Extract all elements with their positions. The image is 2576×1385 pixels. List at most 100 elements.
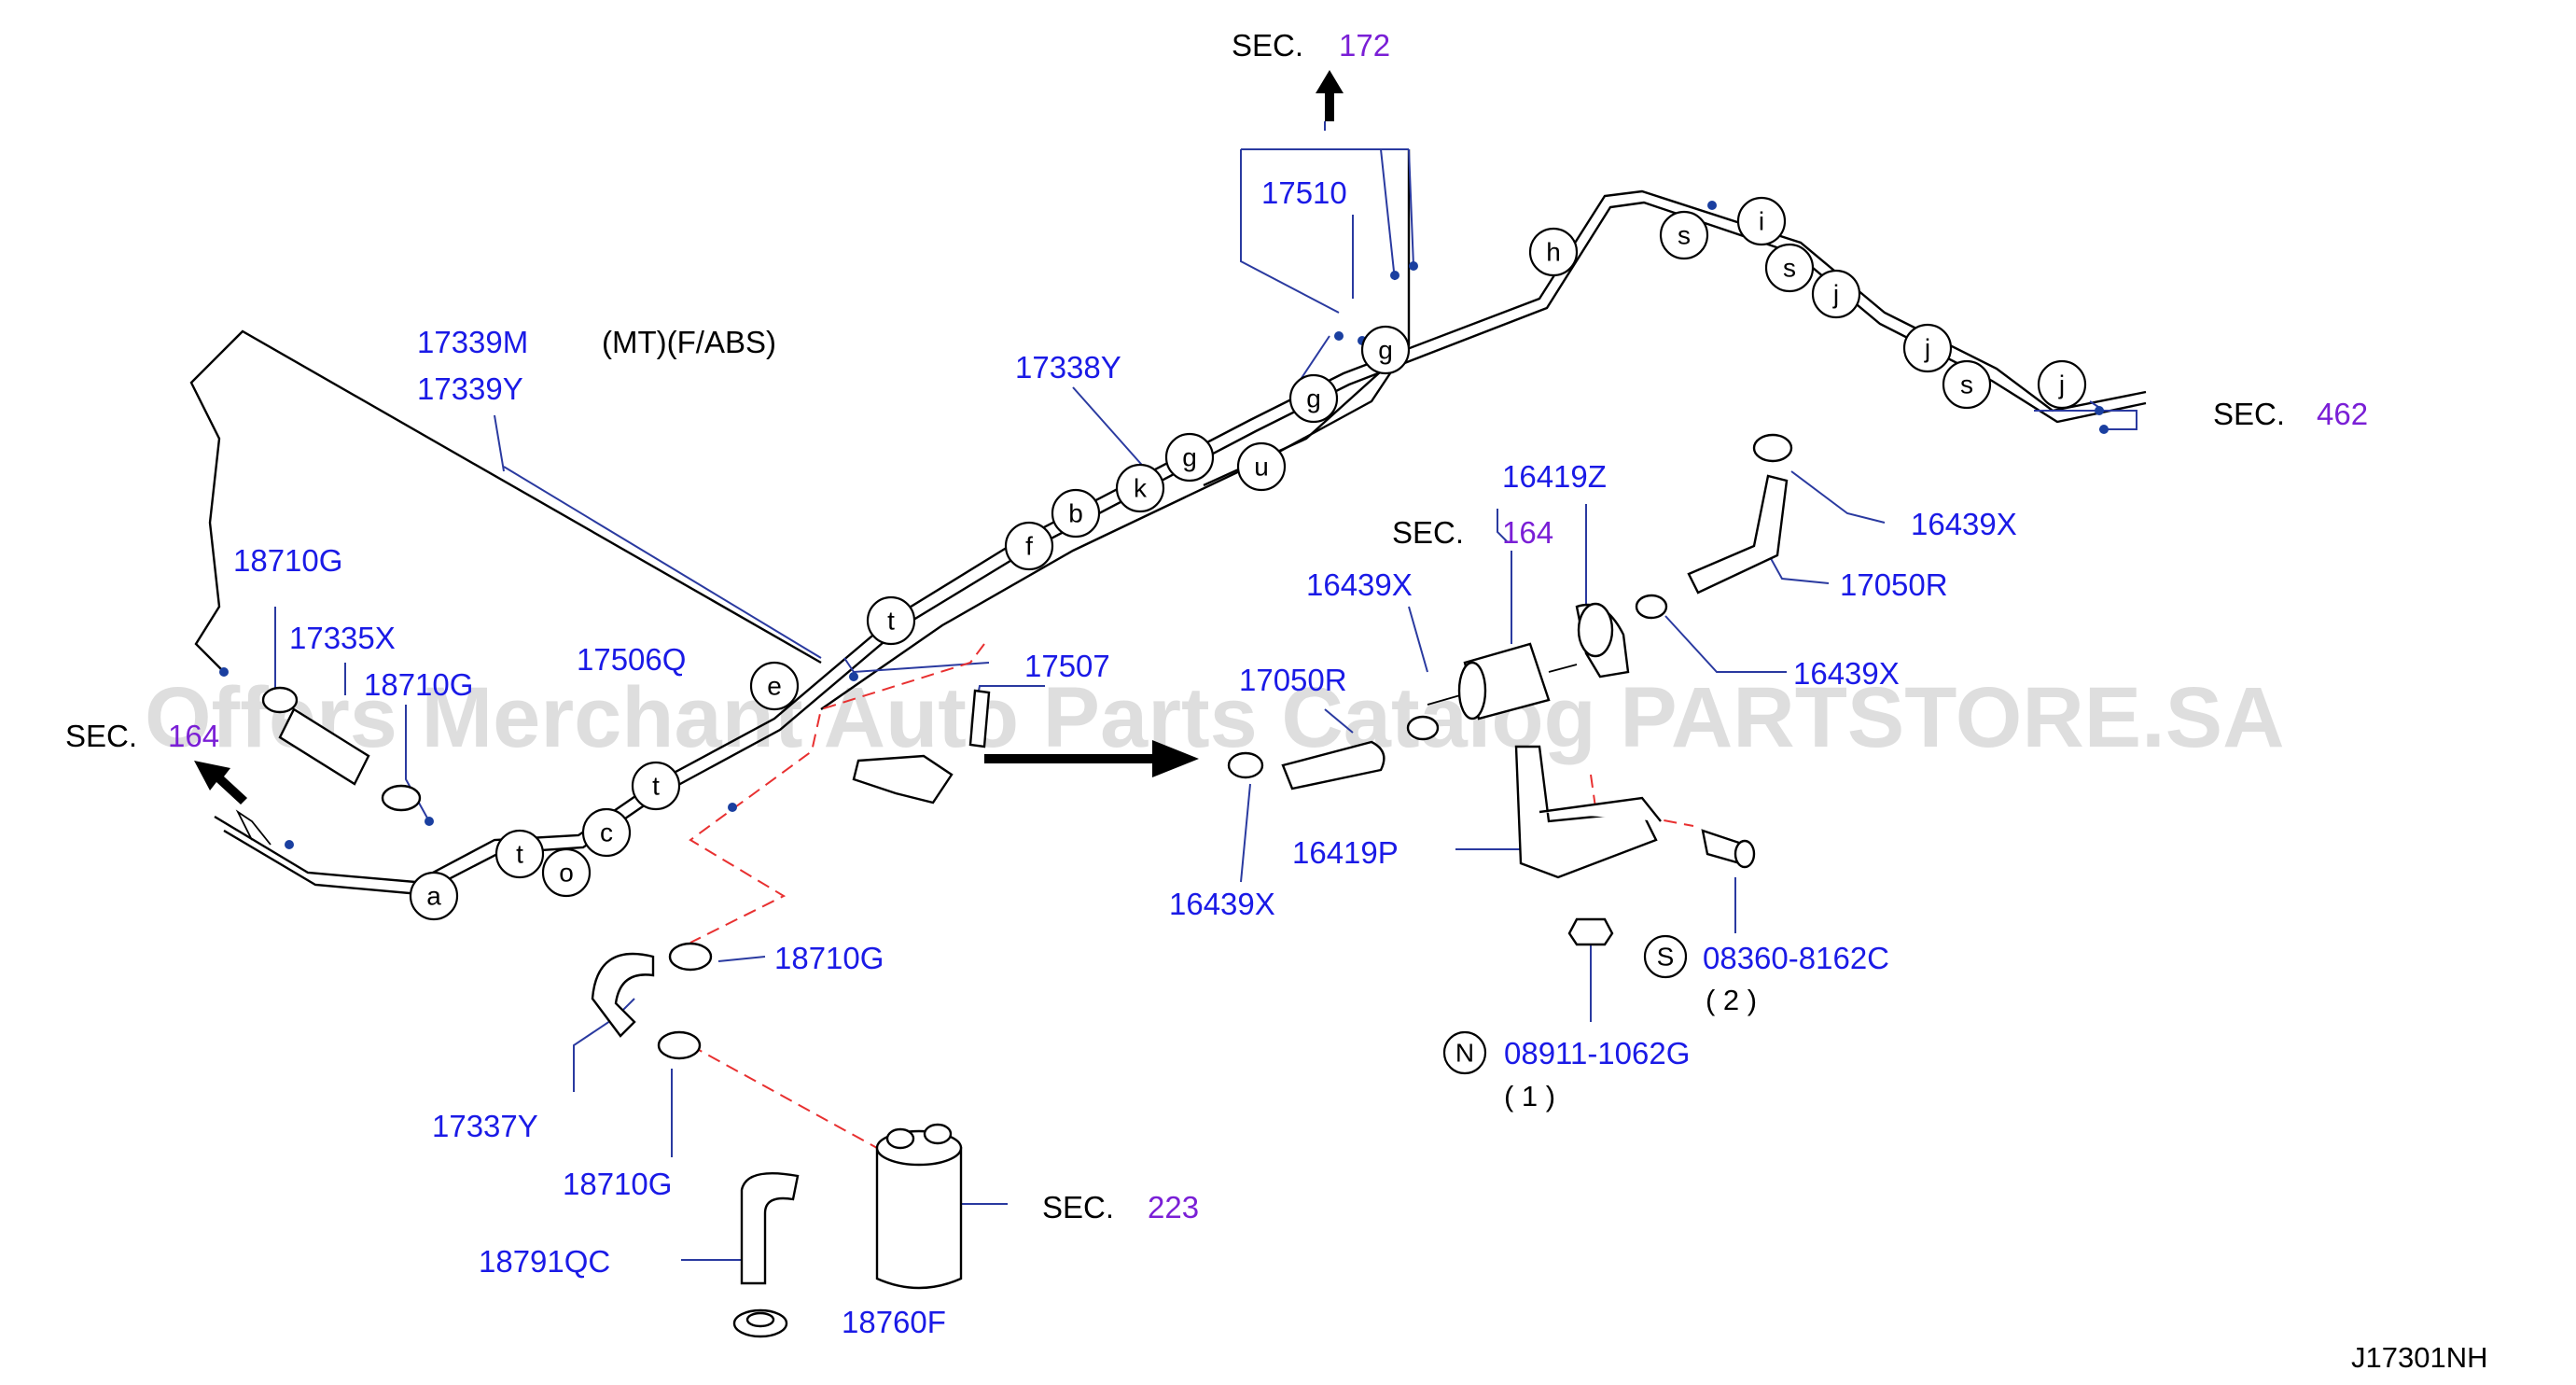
label-16439x-a[interactable]: 16439X xyxy=(1306,567,1413,602)
component-filter-clamp-16419z xyxy=(1575,602,1630,679)
reference-bubble-c xyxy=(581,807,632,858)
reference-bubble-t xyxy=(494,829,545,879)
leader-dots xyxy=(219,201,2109,849)
reference-bubble-letter: s xyxy=(1783,254,1796,283)
drawing-code: J17301NH xyxy=(2351,1341,2487,1374)
sec-canister-number[interactable]: 223 xyxy=(1148,1190,1199,1224)
component-grommet-18760f xyxy=(732,1308,788,1338)
reference-bubble-letter: h xyxy=(1546,238,1561,267)
watermark: Offers Merchant Auto Parts Catalog PARTS… xyxy=(145,670,2285,765)
label-17335x[interactable]: 17335X xyxy=(289,621,396,655)
sec-filter-number[interactable]: 164 xyxy=(1502,515,1553,550)
component-clip-16439x-d xyxy=(1227,751,1264,779)
label-17050r-a[interactable]: 17050R xyxy=(1239,663,1347,697)
label-16439x-d[interactable]: 16439X xyxy=(1169,887,1275,921)
label-18710g-d[interactable]: 18710G xyxy=(563,1167,672,1201)
label-18710g-c[interactable]: 18710G xyxy=(774,941,884,975)
reference-bubble-o xyxy=(541,847,592,898)
reference-bubble-letter: u xyxy=(1254,453,1269,482)
sec-top-label[interactable]: SEC. xyxy=(1232,28,1303,63)
reference-bubble-g xyxy=(1288,373,1339,424)
label-08911-1062g[interactable]: 08911-1062G xyxy=(1504,1036,1690,1070)
reference-bubble-s xyxy=(1942,359,1992,410)
label-16439x-c[interactable]: 16439X xyxy=(1793,656,1900,691)
reference-bubble-letter: j xyxy=(1924,334,1930,363)
label-16419z[interactable]: 16419Z xyxy=(1502,459,1607,494)
sec-canister-label[interactable]: SEC. xyxy=(1042,1190,1114,1224)
reference-bubble-letter: g xyxy=(1306,385,1321,413)
qty-08360: ( 2 ) xyxy=(1706,984,1757,1016)
label-17339y[interactable]: 17339Y xyxy=(417,371,523,406)
sec-right-label[interactable]: SEC. xyxy=(2213,397,2285,431)
reference-bubble-letter: t xyxy=(652,772,660,801)
arrow-sec-top xyxy=(1316,70,1344,121)
label-08360-8162c[interactable]: 08360-8162C xyxy=(1703,941,1889,975)
label-17506q[interactable]: 17506Q xyxy=(577,642,686,677)
reference-bubble-s xyxy=(1764,243,1815,293)
label-17339m[interactable]: 17339M xyxy=(417,325,528,359)
component-nut-08911 xyxy=(1567,917,1614,946)
reference-bubble-u xyxy=(1236,441,1287,492)
reference-bubble-e xyxy=(749,661,800,711)
note-mt-f-abs: (MT)(F/ABS) xyxy=(602,325,776,359)
component-hose-17507 xyxy=(968,689,991,748)
reference-bubble-j xyxy=(2037,359,2087,410)
component-clip-16439x-c xyxy=(1752,433,1793,463)
reference-bubble-h xyxy=(1528,227,1579,277)
component-hose-18791qc xyxy=(740,1172,800,1285)
label-17510[interactable]: 17510 xyxy=(1261,175,1347,210)
reference-bubble-letter: t xyxy=(516,840,523,869)
reference-bubble-letter: s xyxy=(1960,371,1973,399)
reference-bubble-letter: k xyxy=(1134,474,1148,503)
symbol-s-circle xyxy=(1643,934,1688,979)
main-fuel-tubes xyxy=(189,149,2147,896)
reference-bubble-g xyxy=(1164,432,1215,483)
label-18760f[interactable]: 18760F xyxy=(842,1305,946,1339)
reference-bubble-letter: j xyxy=(1832,280,1839,309)
sec-left-label[interactable]: SEC. xyxy=(65,719,137,753)
arrow-sec-left xyxy=(194,761,247,804)
symbol-n: N xyxy=(1455,1039,1474,1068)
reference-bubble-letter: a xyxy=(426,882,441,911)
labels: SEC. 172 SEC. 462 SEC. 164 SEC. 164 SEC.… xyxy=(65,28,2487,1374)
leader-lines xyxy=(274,121,2137,1322)
label-17337y[interactable]: 17337Y xyxy=(432,1109,538,1143)
reference-bubble-letter: g xyxy=(1182,443,1197,472)
label-16439x-b[interactable]: 16439X xyxy=(1911,507,2017,541)
reference-bubble-f xyxy=(1004,521,1054,571)
label-17338y[interactable]: 17338Y xyxy=(1015,350,1121,385)
component-clip-16439x-a xyxy=(1406,715,1440,741)
label-16419p[interactable]: 16419P xyxy=(1292,835,1399,870)
label-17050r-b[interactable]: 17050R xyxy=(1840,567,1948,602)
reference-bubble-letter: c xyxy=(600,818,613,847)
sec-left-number[interactable]: 164 xyxy=(168,719,219,753)
sec-top-number[interactable]: 172 xyxy=(1339,28,1390,63)
component-bolt-08360 xyxy=(1701,829,1756,869)
reference-bubble-t xyxy=(631,761,681,811)
component-clip-18710g-b xyxy=(381,784,422,812)
component-hose-17506q xyxy=(852,754,954,804)
symbol-n-circle xyxy=(1442,1030,1487,1075)
symbol-s: S xyxy=(1657,943,1675,972)
label-18710g-b[interactable]: 18710G xyxy=(364,667,473,702)
component-hose-17335x xyxy=(278,707,370,786)
sec-right-number[interactable]: 462 xyxy=(2317,397,2368,431)
reference-bubble-letter: i xyxy=(1759,207,1764,236)
reference-bubble-a xyxy=(409,871,459,921)
reference-bubble-k xyxy=(1115,463,1165,513)
label-18791qc[interactable]: 18791QC xyxy=(479,1244,610,1279)
reference-bubble-t xyxy=(866,595,916,646)
component-clip-18710g-a xyxy=(261,686,299,714)
label-18710g-a[interactable]: 18710G xyxy=(233,543,342,578)
reference-bubble-letter: f xyxy=(1025,532,1033,561)
component-hose-17050r-a xyxy=(1281,740,1385,790)
component-canister xyxy=(875,1123,963,1290)
sec-filter-label[interactable]: SEC. xyxy=(1392,515,1464,550)
component-clip-18710g-d xyxy=(657,1030,702,1060)
reference-bubble-g xyxy=(1360,325,1411,375)
component-clip-16439x-b xyxy=(1635,594,1668,620)
component-clip-18710g-c xyxy=(668,942,713,972)
label-17507[interactable]: 17507 xyxy=(1024,649,1110,683)
